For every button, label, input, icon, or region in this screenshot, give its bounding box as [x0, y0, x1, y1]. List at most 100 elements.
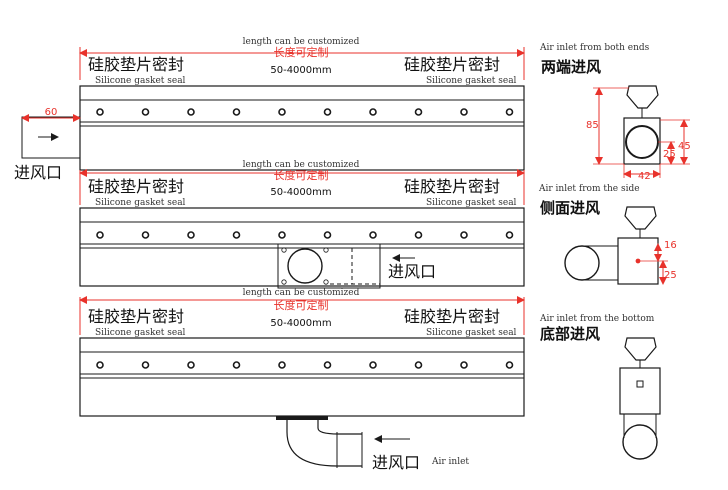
gasket-label-cn-right: 硅胶垫片密封: [404, 55, 500, 74]
length-note: length can be customized: [243, 288, 360, 298]
elbow-inner: [317, 420, 362, 435]
bolt-hole: [141, 231, 150, 239]
air-knife-body: [79, 85, 525, 171]
height-value: 85: [586, 120, 599, 131]
length-range: 50-4000mm: [270, 318, 331, 329]
port-height-value: 25: [663, 149, 676, 160]
bolt-hole: [369, 108, 377, 116]
side-inlet-port: [287, 248, 323, 284]
bolt-hole: [278, 361, 286, 369]
gasket-label-en-right: Silicone gasket seal: [426, 76, 517, 86]
length-range: 50-4000mm: [270, 65, 331, 76]
section-title-en: Air inlet from the side: [538, 184, 640, 194]
inlet-label: 进风口: [14, 163, 62, 182]
gasket-label-en-left: Silicone gasket seal: [95, 328, 186, 338]
bolt-holes: [96, 108, 514, 116]
bolt-hole: [232, 231, 241, 239]
bolt-hole: [414, 361, 423, 369]
panel-bottom-inlet: length can be customized 长度可定制 50-4000mm…: [79, 288, 525, 472]
elbow-outer: [286, 420, 362, 467]
gasket-label-en-right: Silicone gasket seal: [426, 328, 517, 338]
bolt-hole: [323, 231, 332, 239]
port-offset-value: 25: [664, 270, 677, 281]
bolt-hole: [460, 361, 468, 369]
inlet-label-en: Air inlet: [431, 457, 469, 467]
bolt-hole: [96, 231, 104, 239]
bolt-hole: [96, 108, 104, 116]
section-title-cn: 底部进风: [540, 325, 600, 343]
length-note: length can be customized: [243, 160, 360, 170]
section-title-cn: 侧面进风: [540, 199, 600, 217]
bolt-hole: [278, 231, 286, 239]
length-label-cn: 长度可定制: [274, 168, 329, 182]
plate-screw: [281, 247, 287, 253]
gasket-label-cn-left: 硅胶垫片密封: [88, 55, 184, 74]
chamber-height-value: 45: [678, 141, 691, 152]
length-label-cn: 长度可定制: [274, 298, 329, 312]
chamber-outline: [619, 367, 661, 415]
section-title-cn: 两端进风: [541, 58, 601, 76]
section-title-en: Air inlet from both ends: [539, 43, 650, 53]
plate-screw: [323, 279, 329, 285]
nozzle-profile: [624, 206, 657, 230]
bolt-hole: [232, 108, 241, 116]
bolt-hole: [96, 361, 104, 369]
panel-both-ends: length can be customized 长度可定制 50-4000mm…: [14, 37, 525, 182]
gasket-label-en-right: Silicone gasket seal: [426, 198, 517, 208]
air-knife-body: [79, 207, 525, 287]
bolt-hole: [323, 361, 332, 369]
bolt-hole: [278, 108, 286, 116]
bolt-hole: [187, 231, 195, 239]
length-label-cn: 长度可定制: [274, 45, 329, 59]
length-note: length can be customized: [243, 37, 360, 47]
bolt-hole: [505, 231, 514, 239]
bolt-hole: [141, 108, 150, 116]
panel-side-inlet: length can be customized 长度可定制 50-4000mm…: [79, 160, 525, 289]
bolt-hole: [187, 108, 195, 116]
port-diameter-value: 16: [664, 240, 677, 251]
bolt-hole: [505, 361, 514, 369]
inlet-label: 进风口: [372, 453, 420, 472]
section-side: Air inlet from the side 侧面进风 16 25: [538, 184, 677, 285]
chamber-outline: [623, 117, 661, 165]
inlet-width-value: 60: [45, 107, 58, 118]
section-both-ends: Air inlet from both ends 两端进风 85 45 25 4…: [539, 43, 691, 182]
gasket-label-cn-left: 硅胶垫片密封: [88, 307, 184, 326]
bottom-flange: [276, 416, 328, 420]
bolt-hole: [323, 108, 332, 116]
bolt-holes: [96, 231, 514, 239]
bottom-duct-end: [622, 424, 658, 460]
air-knife-body: [79, 337, 525, 417]
inlet-label: 进风口: [388, 262, 436, 281]
bolt-hole: [369, 361, 377, 369]
nozzle-profile: [626, 85, 659, 109]
gasket-label-cn-right: 硅胶垫片密封: [404, 177, 500, 196]
gasket-label-cn-left: 硅胶垫片密封: [88, 177, 184, 196]
bolt-hole: [141, 361, 150, 369]
nozzle-profile: [624, 337, 657, 361]
width-value: 42: [638, 171, 651, 182]
side-inlet-plate: [277, 243, 381, 289]
bolt-holes: [96, 361, 514, 369]
gasket-label-en-left: Silicone gasket seal: [95, 198, 186, 208]
bolt-hole: [460, 108, 468, 116]
bolt-hole: [414, 108, 423, 116]
bolt-hole: [505, 108, 514, 116]
chamber-port: [625, 125, 659, 159]
bolt-hole: [187, 361, 195, 369]
section-title-en: Air inlet from the bottom: [539, 314, 655, 324]
gasket-label-en-left: Silicone gasket seal: [95, 76, 186, 86]
plate-screw: [281, 279, 287, 285]
side-port-center: [635, 258, 641, 264]
side-duct-end: [564, 245, 600, 281]
bolt-hole: [414, 231, 423, 239]
bolt-hole: [460, 231, 468, 239]
gasket-label-cn-right: 硅胶垫片密封: [404, 307, 500, 326]
length-range: 50-4000mm: [270, 187, 331, 198]
plate-screw: [323, 247, 329, 253]
section-bottom: Air inlet from the bottom 底部进风: [539, 314, 661, 460]
bottom-port-marker: [636, 380, 644, 388]
bolt-hole: [369, 231, 377, 239]
bolt-hole: [232, 361, 241, 369]
